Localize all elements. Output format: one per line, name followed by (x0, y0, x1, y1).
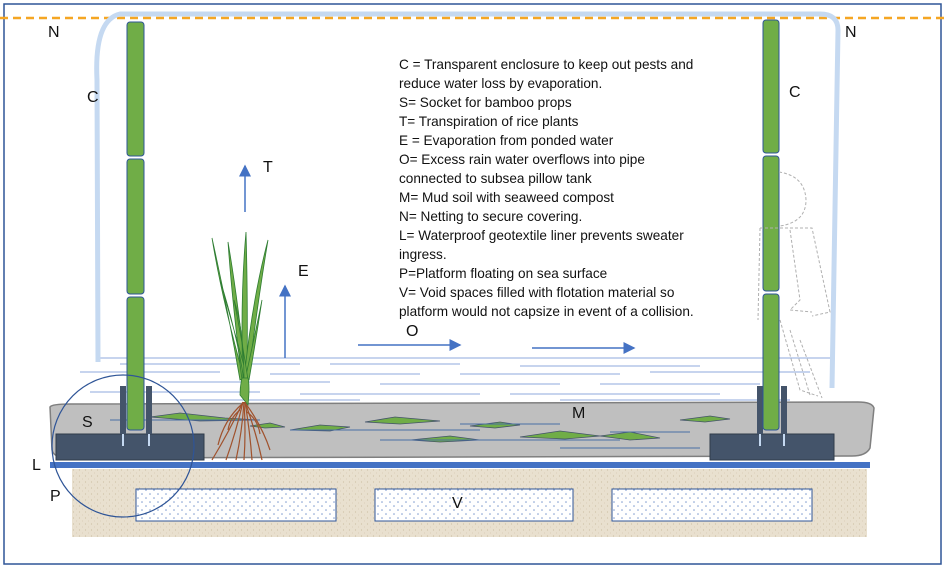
label-v: V (452, 495, 463, 512)
void-space-1 (135, 488, 337, 522)
label-n-right: N (845, 24, 857, 41)
legend-line: T= Transpiration of rice plants (399, 114, 579, 129)
label-p: P (50, 488, 61, 505)
rice-plant (211, 231, 269, 407)
label-m: M (572, 405, 586, 422)
label-c-right: C (789, 84, 801, 101)
legend-line: connected to subsea pillow tank (399, 171, 592, 186)
legend-line: M= Mud soil with seaweed compost (399, 190, 614, 205)
void-space-3 (611, 488, 813, 522)
socket-right (709, 433, 835, 461)
enclosure-folded-sheet (757, 171, 831, 399)
bamboo-prop-left (126, 21, 145, 431)
legend-line: L= Waterproof geotextile liner prevents … (399, 228, 684, 243)
legend-line: platform would not capsize in event of a… (399, 304, 694, 319)
rice-roots (211, 401, 271, 461)
bamboo-prop-right (762, 19, 780, 431)
void-space-2 (374, 488, 574, 522)
legend-line: C = Transparent enclosure to keep out pe… (399, 57, 694, 72)
label-s: S (82, 414, 93, 431)
legend-line: P=Platform floating on sea surface (399, 266, 608, 281)
label-n-left: N (48, 24, 60, 41)
socket-left-holder (120, 386, 152, 446)
label-c-left: C (87, 89, 99, 106)
legend-line: N= Netting to secure covering. (399, 209, 583, 224)
legend-line: E = Evaporation from ponded water (399, 133, 614, 148)
socket-left (55, 433, 205, 461)
label-e: E (298, 263, 309, 280)
label-t: T (263, 159, 273, 176)
legend-line: ingress. (399, 247, 447, 262)
legend-text: C = Transparent enclosure to keep out pe… (399, 55, 739, 321)
legend-line: reduce water loss by evaporation. (399, 76, 603, 91)
geotextile-liner (50, 462, 870, 468)
diagram-frame (3, 3, 942, 565)
ponded-water (80, 357, 830, 401)
socket-callout-circle (51, 374, 195, 518)
label-l: L (32, 457, 41, 474)
transparent-enclosure (94, 11, 841, 389)
legend-line: S= Socket for bamboo props (399, 95, 572, 110)
label-o: O (406, 323, 419, 340)
legend-line: V= Void spaces filled with flotation mat… (399, 285, 675, 300)
legend-line: O= Excess rain water overflows into pipe (399, 152, 645, 167)
socket-right-holder (757, 386, 787, 446)
